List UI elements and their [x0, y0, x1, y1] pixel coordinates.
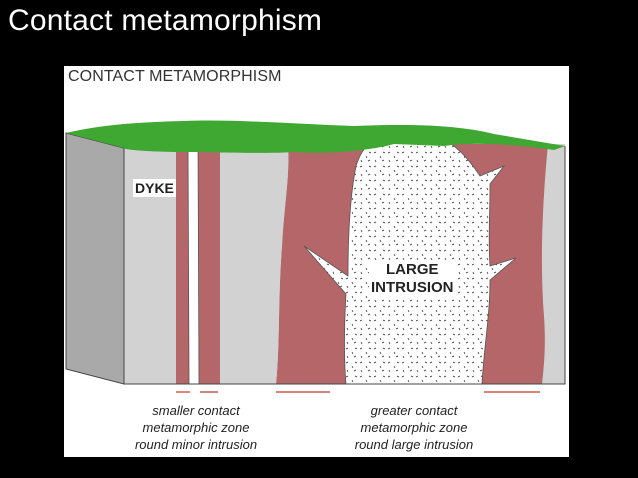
large-intrusion-label: LARGE INTRUSION [369, 260, 456, 298]
block-outline [123, 146, 566, 385]
dyke-label: DYKE [133, 179, 176, 197]
diagram-figure: CONTACT METAMORPHISM DYKE LARGE INTRUSIO… [64, 66, 569, 457]
caption-large-zone: greater contact metamorphic zone round l… [334, 402, 494, 453]
caption-small-zone: smaller contact metamorphic zone round m… [116, 402, 276, 453]
slide-title: Contact metamorphism [8, 4, 323, 37]
caption-large-line3: round large intrusion [354, 437, 474, 452]
dyke [187, 139, 200, 385]
caption-small-line3: round minor intrusion [134, 437, 258, 452]
caption-small-line1: smaller contact [152, 403, 240, 418]
large-intrusion-label-line1: LARGE [386, 261, 439, 278]
caption-large-line1: greater contact [370, 403, 458, 418]
caption-large-line2: metamorphic zone [360, 420, 468, 435]
large-intrusion-label-line2: INTRUSION [371, 279, 454, 296]
block-diagram [65, 120, 566, 393]
figure-title: CONTACT METAMORPHISM [68, 68, 282, 85]
caption-small-line2: metamorphic zone [142, 420, 250, 435]
land-surface [66, 120, 565, 153]
block-side-face [65, 132, 125, 385]
country-rock-strip [220, 144, 289, 384]
